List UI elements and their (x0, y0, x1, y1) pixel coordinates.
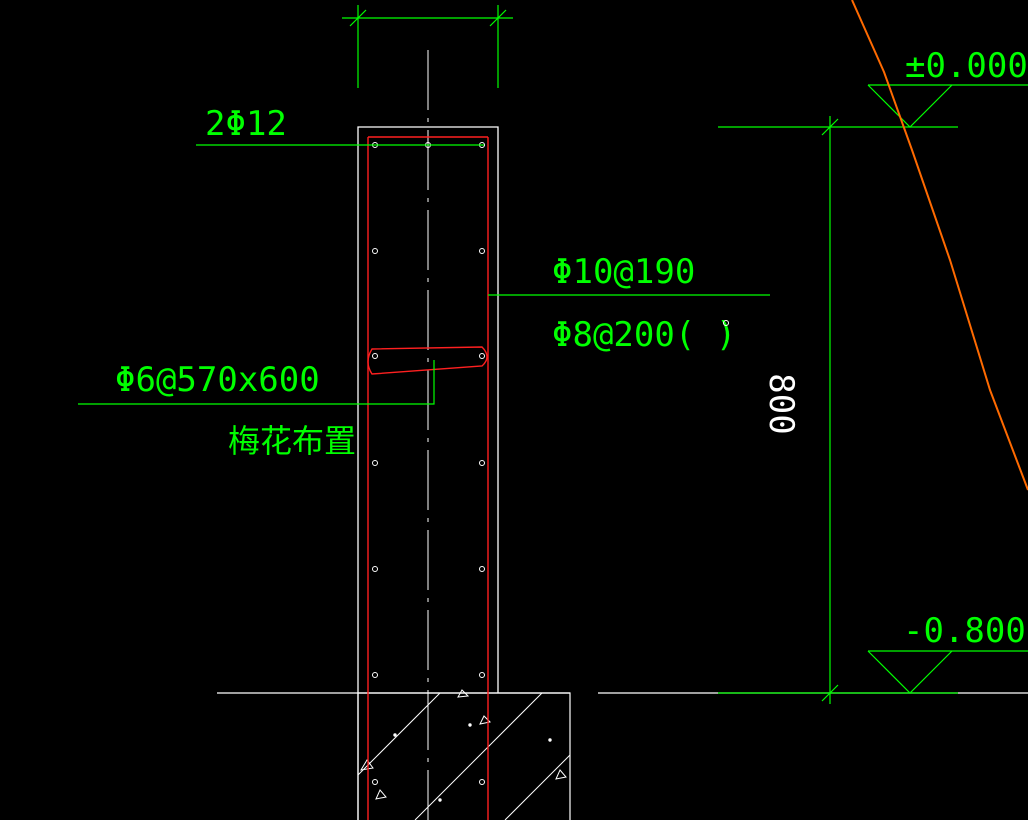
annotation-leaders (78, 144, 770, 405)
level-marker-bottom (867, 650, 1028, 694)
degree-mark-icon (723, 320, 729, 326)
level-top-label: ±0.000 (905, 46, 1028, 86)
tie-arrangement-note: 梅花布置 (228, 422, 356, 460)
wall-section (217, 50, 1028, 820)
horizontal-rebar-label: Φ10@190 (552, 252, 695, 292)
tie-bar (367, 346, 488, 375)
level-marker-top (867, 84, 1028, 128)
width-dimension (342, 5, 513, 88)
tie-bar-leader (78, 360, 435, 405)
height-dimension (718, 116, 958, 704)
tie-rebar-label: Φ6@570x600 (115, 360, 320, 400)
level-bottom-label: -0.800 (903, 611, 1026, 651)
wall-outline (357, 126, 499, 820)
concrete-hatch (357, 689, 571, 820)
vertical-rebar-label: Φ8@200( ) (552, 315, 736, 355)
top-rebar-label: 2Φ12 (205, 104, 287, 144)
slope-line (851, 0, 1028, 491)
footing-outline (357, 692, 571, 820)
height-dimension-label: 800 (761, 373, 801, 434)
